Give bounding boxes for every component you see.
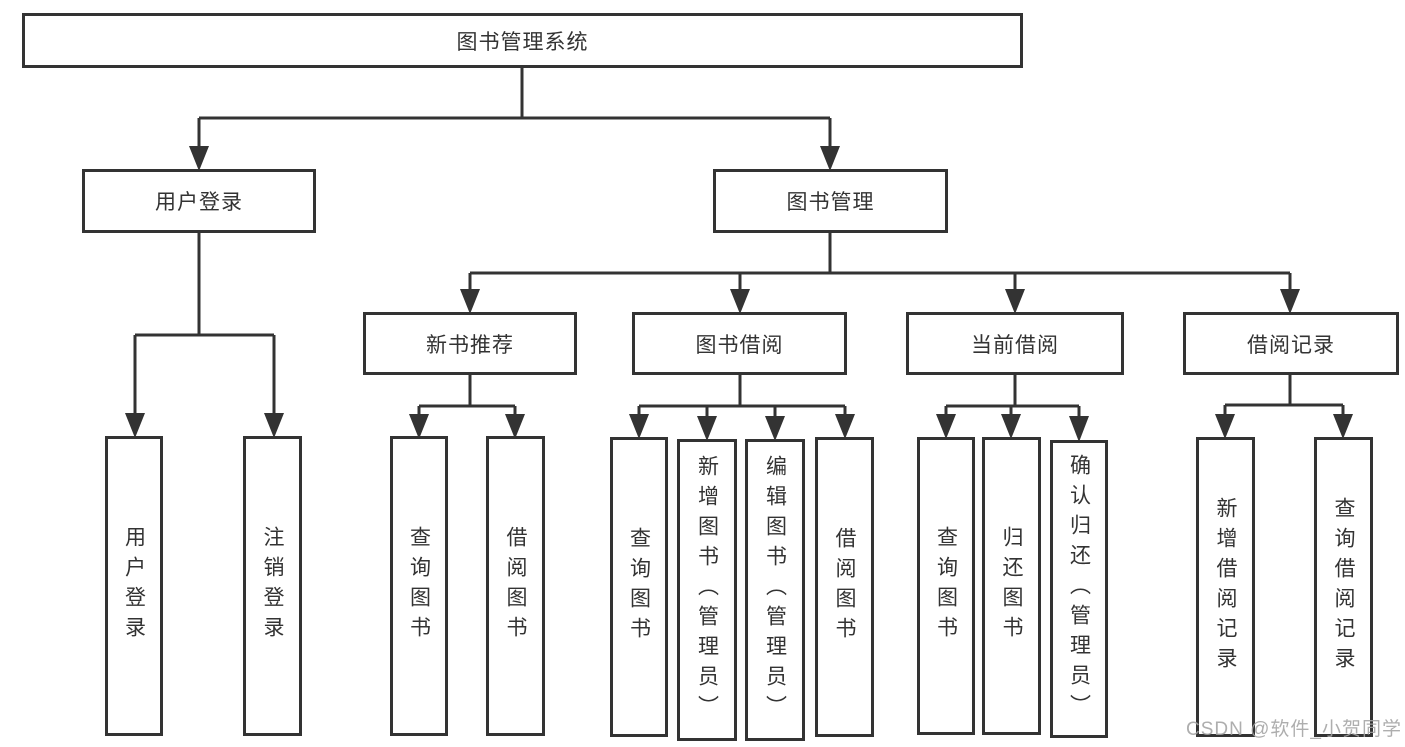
arrowheads	[125, 146, 1353, 442]
node-user-login-label: 用户登录	[155, 191, 243, 214]
leaf-query-borrow-record: 查询借阅记录	[1314, 437, 1373, 737]
leaf-edit-books-admin: 编辑图书（管理员）	[745, 439, 805, 741]
leaf-return-books: 归还图书	[982, 437, 1041, 735]
leaf-user-login: 用户登录	[105, 436, 163, 736]
leaf-logout-label: 注销登录	[261, 526, 284, 646]
leaf-borrow-query-books-label: 查询图书	[627, 527, 651, 647]
node-book-management-label: 图书管理	[786, 191, 875, 214]
leaf-query-borrow-record-label: 查询借阅记录	[1332, 497, 1355, 677]
leaf-add-books-admin-label: 新增图书（管理员）	[695, 455, 719, 725]
node-new-book-recommend-label: 新书推荐	[426, 333, 514, 357]
leaf-add-books-admin: 新增图书（管理员）	[677, 439, 737, 741]
leaf-recommend-borrow-books: 借阅图书	[486, 436, 545, 736]
leaf-user-login-label: 用户登录	[122, 526, 146, 646]
leaf-logout: 注销登录	[243, 436, 302, 736]
node-root-system-label: 图书管理系统	[456, 30, 589, 54]
leaf-confirm-return-admin-label: 确认归还（管理员）	[1067, 454, 1091, 724]
leaf-current-query-books-label: 查询图书	[934, 526, 958, 646]
node-borrow-records: 借阅记录	[1183, 312, 1399, 375]
leaf-confirm-return-admin: 确认归还（管理员）	[1050, 440, 1108, 738]
leaf-recommend-query-books-label: 查询图书	[407, 526, 431, 646]
leaf-borrow-books-label: 借阅图书	[833, 527, 856, 647]
leaf-recommend-borrow-books-label: 借阅图书	[504, 526, 527, 646]
node-user-login: 用户登录	[82, 169, 316, 233]
node-current-borrow-label: 当前借阅	[971, 333, 1059, 357]
leaf-current-query-books: 查询图书	[917, 437, 975, 735]
csdn-watermark: CSDN @软件_小贺同学	[1186, 719, 1402, 740]
node-book-borrow: 图书借阅	[632, 312, 847, 375]
node-current-borrow: 当前借阅	[906, 312, 1124, 375]
leaf-edit-books-admin-label: 编辑图书（管理员）	[763, 455, 787, 725]
leaf-borrow-books: 借阅图书	[815, 437, 874, 737]
node-book-management: 图书管理	[713, 169, 948, 233]
node-book-borrow-label: 图书借阅	[695, 333, 784, 357]
leaf-recommend-query-books: 查询图书	[390, 436, 448, 736]
node-borrow-records-label: 借阅记录	[1247, 333, 1335, 357]
leaf-borrow-query-books: 查询图书	[610, 437, 668, 737]
leaf-add-borrow-record-label: 新增借阅记录	[1214, 497, 1237, 677]
node-root-system: 图书管理系统	[22, 13, 1023, 68]
leaf-return-books-label: 归还图书	[1000, 526, 1023, 646]
leaf-add-borrow-record: 新增借阅记录	[1196, 437, 1255, 737]
node-new-book-recommend: 新书推荐	[363, 312, 577, 375]
